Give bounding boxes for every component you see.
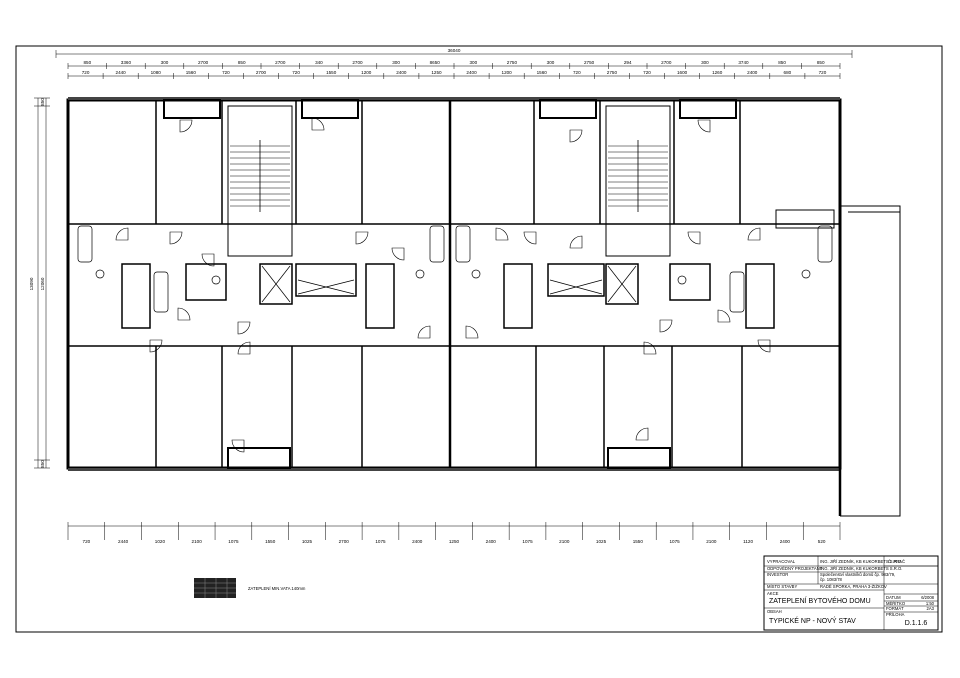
dim-top-row1-13: 2750 <box>584 60 595 65</box>
dim-bottom-4: 1075 <box>228 539 239 544</box>
dim-top-row2-2: 1080 <box>151 70 162 75</box>
dim-top-row2-3: 1560 <box>186 70 197 75</box>
dim-top-row2-13: 1560 <box>537 70 548 75</box>
dim-top-row1-8: 300 <box>392 60 400 65</box>
building-plan <box>66 97 901 517</box>
dim-bottom-18: 1120 <box>743 539 753 544</box>
dim-top-row1-2: 300 <box>161 60 169 65</box>
dim-bottom-15: 1550 <box>633 539 644 544</box>
dim-bottom-9: 2400 <box>412 539 423 544</box>
dim-top-row1-18: 850 <box>778 60 786 65</box>
tb-sign: Č. PRAČ <box>888 559 905 564</box>
tb-meta-label-3: PŘÍLOHA <box>886 612 905 617</box>
tb-label-0: VYPRACOVAL <box>767 559 796 564</box>
drawing-frame <box>15 45 943 633</box>
dim-bottom-19: 2400 <box>780 539 791 544</box>
dim-top-row1-16: 300 <box>701 60 709 65</box>
dimension-chain-bottom: 720 2440 1020 2100 1075 1550 1025 2700 1075 2400 1… <box>67 522 841 544</box>
dim-bottom-12: 1075 <box>522 539 533 544</box>
dim-top-row2-6: 720 <box>292 70 300 75</box>
dim-top-row1-1: 3360 <box>121 60 132 65</box>
dim-bottom-17: 2100 <box>706 539 717 544</box>
dim-left-inner: 12060 <box>40 277 45 290</box>
dim-top-row1-14: 294 <box>624 60 632 65</box>
dim-bottom-7: 2700 <box>339 539 350 544</box>
dim-top-row1-7: 2700 <box>352 60 363 65</box>
tb-number: D.1.1.6 <box>905 620 928 627</box>
dim-bottom-3: 2100 <box>192 539 203 544</box>
dim-top-row1-0: 850 <box>83 60 91 65</box>
dim-top-row2-5: 2700 <box>256 70 267 75</box>
dim-top-row2-0: 720 <box>82 70 90 75</box>
dim-bottom-11: 2400 <box>486 539 497 544</box>
tb-obsah-label: OBSAH <box>767 609 782 614</box>
dim-top-row2-21: 720 <box>819 70 827 75</box>
dim-bottom-10: 1250 <box>449 539 460 544</box>
dim-top-row2-15: 2750 <box>607 70 618 75</box>
tb-meta-label-0: DATUM <box>886 595 901 600</box>
dim-left-overall: 13090 <box>29 277 34 290</box>
dim-bottom-6: 1025 <box>302 539 313 544</box>
dimension-chain-left: 13090 12060 850 850 <box>29 98 50 469</box>
dim-top-row1-3: 2700 <box>198 60 209 65</box>
dim-bottom-5: 1550 <box>265 539 276 544</box>
dim-top-row1-4: 850 <box>238 60 246 65</box>
tb-label-1: ODPOVĚDNÝ PROJEKTANT <box>767 566 823 571</box>
dim-top-row2-14: 720 <box>573 70 581 75</box>
dim-top-row2-11: 2400 <box>466 70 477 75</box>
dim-top-row2-4: 720 <box>222 70 230 75</box>
tb-meta-label-2: FORMÁT <box>886 606 904 611</box>
tb-meta-value-0: 6/2008 <box>921 595 934 600</box>
dim-bottom-0: 720 <box>83 539 91 544</box>
dim-top-row2-9: 2400 <box>396 70 407 75</box>
tb-label-2: INVESTOR <box>767 572 788 577</box>
dim-top-row1-12: 300 <box>547 60 555 65</box>
legend-label: ZATEPLENÍ MIN.VATA 140mm <box>248 586 306 591</box>
dim-bottom-14: 1025 <box>596 539 607 544</box>
dim-top-row1-11: 2750 <box>507 60 518 65</box>
tb-akce-label: AKCE <box>767 591 779 596</box>
dim-top-row2-10: 1250 <box>431 70 442 75</box>
dim-bottom-1: 2440 <box>118 539 129 544</box>
dim-top-row2-16: 720 <box>643 70 651 75</box>
tb-label-4: MÍSTO STAVBY <box>767 584 797 589</box>
dim-bottom-20: 520 <box>818 539 826 544</box>
dim-bottom-16: 1075 <box>669 539 680 544</box>
tb-obsah: TYPICKÉ NP - NOVÝ STAV <box>769 616 856 625</box>
dim-bottom-2: 1020 <box>155 539 166 544</box>
dim-top-row2-1: 2440 <box>116 70 127 75</box>
dim-left-small-1: 850 <box>40 460 45 468</box>
dimension-chain-top: 36040 850 3360 300 2700 850 2700 340 2700 300 8650… <box>55 48 853 79</box>
tb-meta-value-2: 2A3 <box>927 606 935 611</box>
dim-top-row2-7: 1550 <box>326 70 337 75</box>
dim-top-row1-9: 8650 <box>430 60 441 65</box>
dim-top-row2-18: 1260 <box>712 70 723 75</box>
dim-top-row1-5: 2700 <box>275 60 286 65</box>
tb-value-4: RADĚ SPORKA, PRAHA 3-ŽIŽKOV <box>820 584 887 589</box>
dim-top-row1-19: 850 <box>817 60 825 65</box>
tb-value-0: ING. JIŘÍ ZEDNÍK, KB KUKORBETS S.R.O. <box>820 559 902 564</box>
dim-top-row2-12: 1200 <box>502 70 513 75</box>
legend: ZATEPLENÍ MIN.VATA 140mm <box>194 578 306 598</box>
tb-meta-value-1: 1:50 <box>926 601 935 606</box>
dim-top-row1-6: 340 <box>315 60 323 65</box>
tb-meta-label-1: MĚŘÍTKO <box>886 601 906 606</box>
dim-bottom-13: 2100 <box>559 539 570 544</box>
tb-akce: ZATEPLENÍ BYTOVÉHO DOMU <box>769 596 871 605</box>
dim-top-row1-17: 3740 <box>738 60 749 65</box>
dim-top-row2-19: 2400 <box>747 70 758 75</box>
title-block: VYPRACOVAL ING. JIŘÍ ZEDNÍK, KB KUKORBET… <box>763 555 939 631</box>
dim-top-overall: 36040 <box>448 48 461 53</box>
dim-left-small-0: 850 <box>40 98 45 106</box>
dim-bottom-8: 1075 <box>375 539 386 544</box>
dim-top-row1-15: 2700 <box>661 60 672 65</box>
tb-value-3: čp. 1083/78 <box>820 577 843 582</box>
dim-top-row2-20: 680 <box>784 70 792 75</box>
tb-value-1: ING. JIŘÍ ZEDNÍK, KB KUKORBETS S.R.O. <box>820 566 902 571</box>
dim-top-row2-8: 1200 <box>361 70 372 75</box>
tb-value-2: Společenství vlastníků domů čp. 983/79, <box>820 572 895 577</box>
dim-top-row2-17: 1600 <box>677 70 688 75</box>
dim-top-row1-10: 300 <box>469 60 477 65</box>
